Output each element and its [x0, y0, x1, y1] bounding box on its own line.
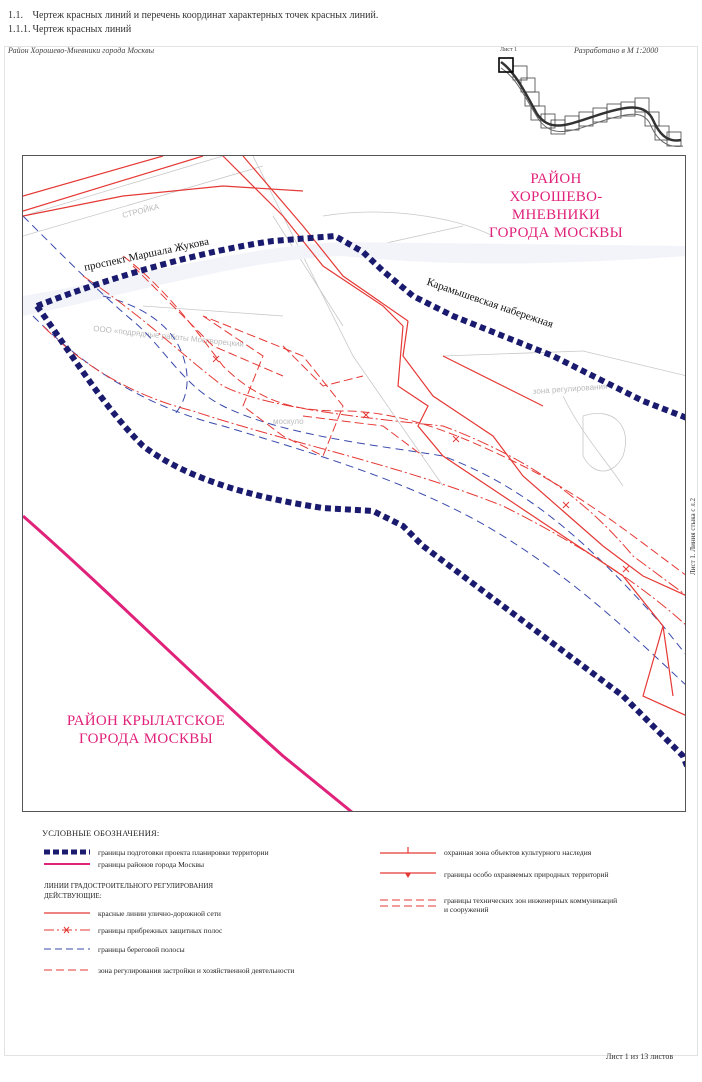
heading-text: Чертеж красных линий и перечень координа… — [32, 10, 379, 21]
sheet-frame — [4, 46, 698, 1056]
legend-item-regulation-zone: зона регулирования застройки и хозяйстве… — [44, 964, 294, 976]
natural-area-line-icon — [380, 872, 436, 878]
document-heading-2: 1.1.1. Чертеж красных линий — [8, 24, 131, 35]
legend-item-water-protection: границы прибрежных защитных полос — [44, 924, 222, 936]
district-name-line: РАЙОН КРЫЛАТСКОЕ — [66, 713, 226, 729]
district-label-north: РАЙОН ХОРОШЕВО-МНЕВНИКИ ГОРОДА МОСКВЫ — [471, 170, 641, 242]
district-name-line: ГОРОДА МОСКВЫ — [79, 731, 213, 747]
district-label-south: РАЙОН КРЫЛАТСКОЕ ГОРОДА МОСКВЫ — [41, 712, 251, 748]
water-protection-lines — [42, 275, 685, 625]
legend-item-heritage-zone: охранная зона объектов культурного насле… — [380, 846, 591, 858]
legend-item-natural-area: границы особо охраняемых природных терри… — [380, 868, 609, 880]
map-drawing: ООО «подрядные работы Москворецкий моску… — [23, 156, 685, 811]
tick-markers — [212, 355, 630, 573]
background-parcels — [23, 156, 685, 487]
district-name-line: ХОРОШЕВО-МНЕВНИКИ — [509, 189, 603, 223]
project-boundary-line — [35, 232, 685, 421]
project-boundary-line-icon — [44, 849, 90, 855]
sheet-junction-label: Лист 1. Линия стыка с л.2 — [686, 455, 702, 575]
svg-text:зона регулирования: зона регулирования — [533, 382, 608, 396]
heading-text: Чертеж красных линий — [32, 24, 132, 35]
district-name-line: ГОРОДА МОСКВЫ — [489, 225, 623, 241]
svg-text:ООО «подрядные работы Москворе: ООО «подрядные работы Москворецкий — [93, 324, 245, 349]
legend-label: зона регулирования застройки и хозяйстве… — [98, 965, 295, 975]
legend-label-line: границы технических зон инженерных комму… — [444, 896, 618, 905]
district-boundary-line — [23, 514, 353, 811]
legend-section-caption: ЛИНИИ ГРАДОСТРОИТЕЛЬНОГО РЕГУЛИРОВАНИЯ — [44, 882, 214, 890]
scale-caption: Разработано в М 1:2000 — [574, 46, 659, 55]
legend-label: красные линии улично-дорожной сети — [98, 908, 221, 918]
legend-label: охранная зона объектов культурного насле… — [444, 847, 592, 857]
legend-label: границы районов города Москвы — [98, 859, 205, 869]
legend-label: границы береговой полосы — [98, 944, 185, 954]
legend: УСЛОВНЫЕ ОБОЗНАЧЕНИЯ: границы подготовки… — [40, 828, 680, 988]
legend-item-project-boundary: границы подготовки проекта планировки те… — [44, 846, 269, 858]
legend-label: границы технических зон инженерных комму… — [444, 896, 617, 914]
sheet-index-map — [498, 57, 684, 147]
legend-label: границы подготовки проекта планировки те… — [98, 847, 269, 857]
regulation-zone-line-icon — [44, 969, 90, 971]
shore-strip-line-icon — [44, 948, 90, 950]
shore-strip-lines — [23, 215, 685, 685]
water-protection-line-icon — [44, 926, 90, 934]
regulation-zone-lines — [122, 255, 685, 576]
legend-item-shore-strip: границы береговой полосы — [44, 943, 185, 955]
legend-item-district-boundary: границы районов города Москвы — [44, 858, 204, 870]
heading-number: 1.1. — [8, 10, 23, 21]
document-heading-1: 1.1. Чертеж красных линий и перечень коо… — [8, 10, 378, 21]
legend-label: границы особо охраняемых природных терри… — [444, 869, 609, 879]
river-band — [23, 242, 685, 316]
heritage-zone-line-icon — [380, 847, 436, 854]
district-name-line: РАЙОН — [530, 171, 582, 187]
technical-zone-line-icon — [380, 899, 436, 907]
project-boundary-line — [34, 304, 685, 768]
heading-number: 1.1.1. — [8, 24, 31, 35]
district-boundary-line-icon — [44, 863, 90, 865]
legend-item-technical-zone: границы технических зон инженерных комму… — [380, 896, 617, 918]
legend-label-line: и сооружений — [444, 905, 489, 914]
legend-label: границы прибрежных защитных полос — [98, 925, 223, 935]
sheet-count: Лист 1 из 13 листов — [606, 1052, 674, 1061]
legend-title: УСЛОВНЫЕ ОБОЗНАЧЕНИЯ: — [42, 828, 160, 838]
legend-section-caption: ДЕЙСТВУЮЩИЕ: — [44, 892, 102, 900]
district-caption: Район Хорошево-Мневники города Москвы — [8, 46, 155, 55]
red-lines — [23, 156, 685, 716]
map-area: ООО «подрядные работы Москворецкий моску… — [22, 155, 686, 812]
red-line-icon — [44, 912, 90, 914]
sheet-caption: Лист 1 — [500, 47, 518, 53]
junction-text: Лист 1. Линия стыка с л.2 — [689, 498, 697, 575]
legend-item-red-line: красные линии улично-дорожной сети — [44, 907, 221, 919]
svg-text:москуло: москуло — [273, 417, 304, 426]
svg-text:СТРОЙКА: СТРОЙКА — [121, 202, 160, 220]
